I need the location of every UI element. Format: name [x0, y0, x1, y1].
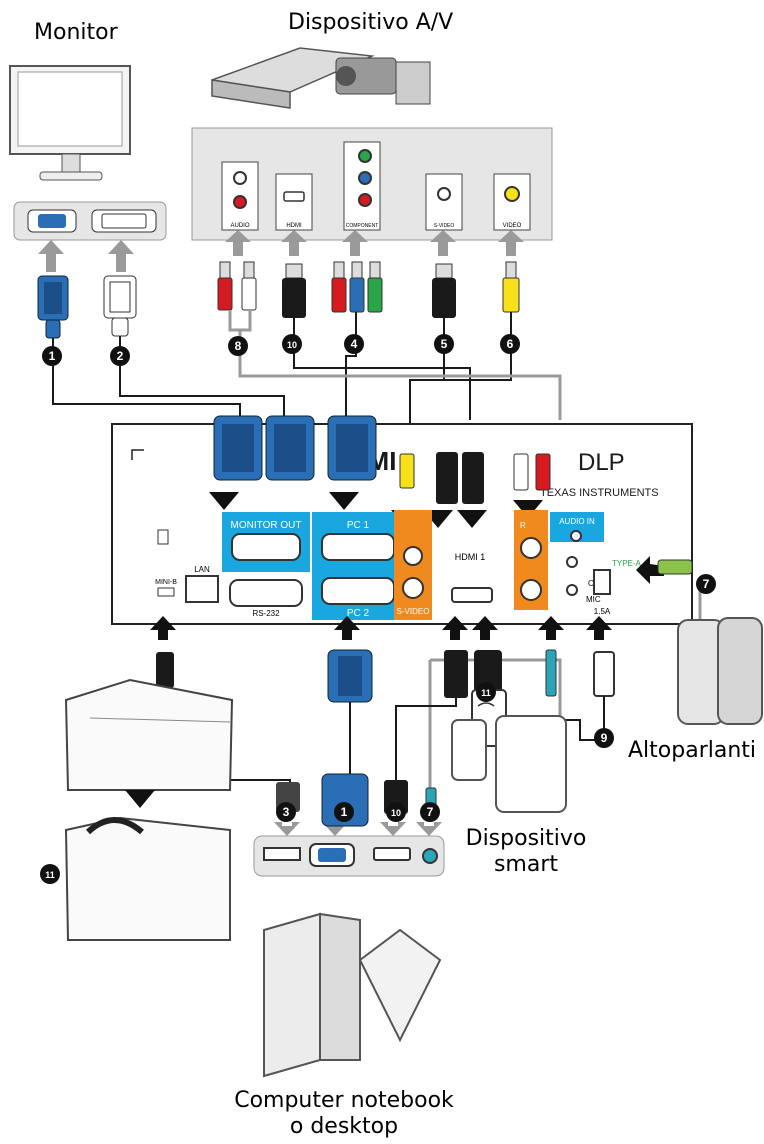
- speakers-label: Altoparlanti: [628, 738, 756, 764]
- cable-badge-number: 5: [441, 337, 448, 351]
- svideo-port-label: S-VIDEO: [397, 607, 430, 616]
- speakers-image: [678, 618, 762, 724]
- projector-image-1: [66, 680, 232, 790]
- computer-label: Computer notebook o desktop: [214, 1088, 474, 1141]
- cable-badge-number: 10: [391, 808, 401, 818]
- vga-plug-1: [38, 276, 68, 338]
- mini-b-label: MINI-B: [155, 579, 177, 586]
- rs232-label: RS-232: [252, 609, 280, 618]
- pc1-label: PC 1: [347, 520, 370, 531]
- av-port-audio-label: AUDIO: [230, 223, 249, 229]
- vga-plugs-projector: [214, 416, 376, 480]
- svideo-port-block: S-VIDEO: [394, 510, 432, 620]
- monitor-port-panel: [14, 202, 166, 240]
- av-port-video: VIDEO: [494, 174, 530, 230]
- component-plugs: [332, 262, 382, 312]
- cable-badge-number: 11: [481, 688, 491, 698]
- av-device-label: Dispositivo A/V: [288, 10, 453, 36]
- av-port-video-label: VIDEO: [503, 223, 522, 229]
- av-device-image: [212, 48, 430, 108]
- pc2-label: PC 2: [347, 608, 370, 619]
- hdmi-plug-av: [282, 264, 306, 318]
- av-port-hdmi: HDMI: [276, 174, 312, 230]
- projector-down-arrow: [125, 790, 155, 808]
- brand-ti: TEXAS INSTRUMENTS: [540, 487, 659, 499]
- smart-device-label-line1: Dispositivo: [456, 826, 596, 852]
- cable-badge-number: 1: [49, 349, 56, 363]
- av-port-component: COMPONENT: [344, 142, 380, 230]
- audio-rl-block: R: [514, 510, 548, 610]
- pc-ports: PC 1 PC 2: [312, 512, 406, 620]
- projector-image-2: [66, 818, 230, 940]
- lan-label: LAN: [194, 565, 210, 574]
- monitor-arrows: [38, 240, 134, 272]
- smart-device-label: Dispositivo smart: [456, 826, 596, 879]
- computer-port-panel: [254, 836, 444, 876]
- cable-badge-number: 8: [235, 339, 242, 353]
- cable-badge-number: 4: [351, 337, 358, 351]
- av-port-svideo-label: S-VIDEO: [434, 223, 455, 229]
- av-port-hdmi-label: HDMI: [286, 223, 302, 229]
- monitor-out-label: MONITOR OUT: [231, 520, 302, 531]
- r-label: R: [520, 521, 526, 530]
- rca-audio-plugs: [218, 262, 256, 310]
- av-port-svideo: S-VIDEO: [426, 174, 462, 230]
- audio-in-label: AUDIO IN: [559, 517, 595, 526]
- cable-badge-number: 9: [601, 731, 608, 745]
- computer-image: [264, 914, 440, 1076]
- cable-badge-number: 2: [117, 349, 124, 363]
- smart-device-label-line2: smart: [456, 852, 596, 878]
- cable-badge-number: 7: [703, 577, 710, 591]
- av-port-component-label: COMPONENT: [346, 223, 379, 229]
- monitor-label: Monitor: [34, 20, 118, 46]
- brand-dlp: DLP: [578, 449, 625, 476]
- monitor-image: [10, 66, 130, 180]
- smart-device-image: [452, 703, 566, 812]
- type-a-label: TYPE-A: [612, 559, 642, 568]
- svideo-plug: [432, 264, 456, 318]
- dvi-plug-2: [104, 276, 136, 336]
- mini-b-port: MINI-B: [155, 579, 177, 596]
- cable-badge-number: 1: [341, 805, 348, 819]
- cable-badge-number: 11: [45, 870, 55, 880]
- current-label: 1.5A: [594, 607, 611, 616]
- monitor-out-port: MONITOR OUT: [222, 512, 310, 572]
- lock-icon: [158, 530, 168, 544]
- computer-label-line1: Computer notebook: [214, 1088, 474, 1114]
- computer-label-line2: o desktop: [214, 1114, 474, 1140]
- cable-badge-number: 10: [287, 340, 297, 350]
- cable-badge-number: 7: [427, 805, 434, 819]
- av-port-audio: AUDIO: [222, 162, 258, 230]
- hdmi1-label: HDMI 1: [455, 552, 486, 562]
- computer-side-plugs: [276, 774, 436, 826]
- composite-plug: [503, 262, 519, 312]
- mic-label: MIC: [586, 595, 601, 604]
- cable-badge-number: 3: [283, 805, 290, 819]
- cable-badge-number: 6: [507, 337, 514, 351]
